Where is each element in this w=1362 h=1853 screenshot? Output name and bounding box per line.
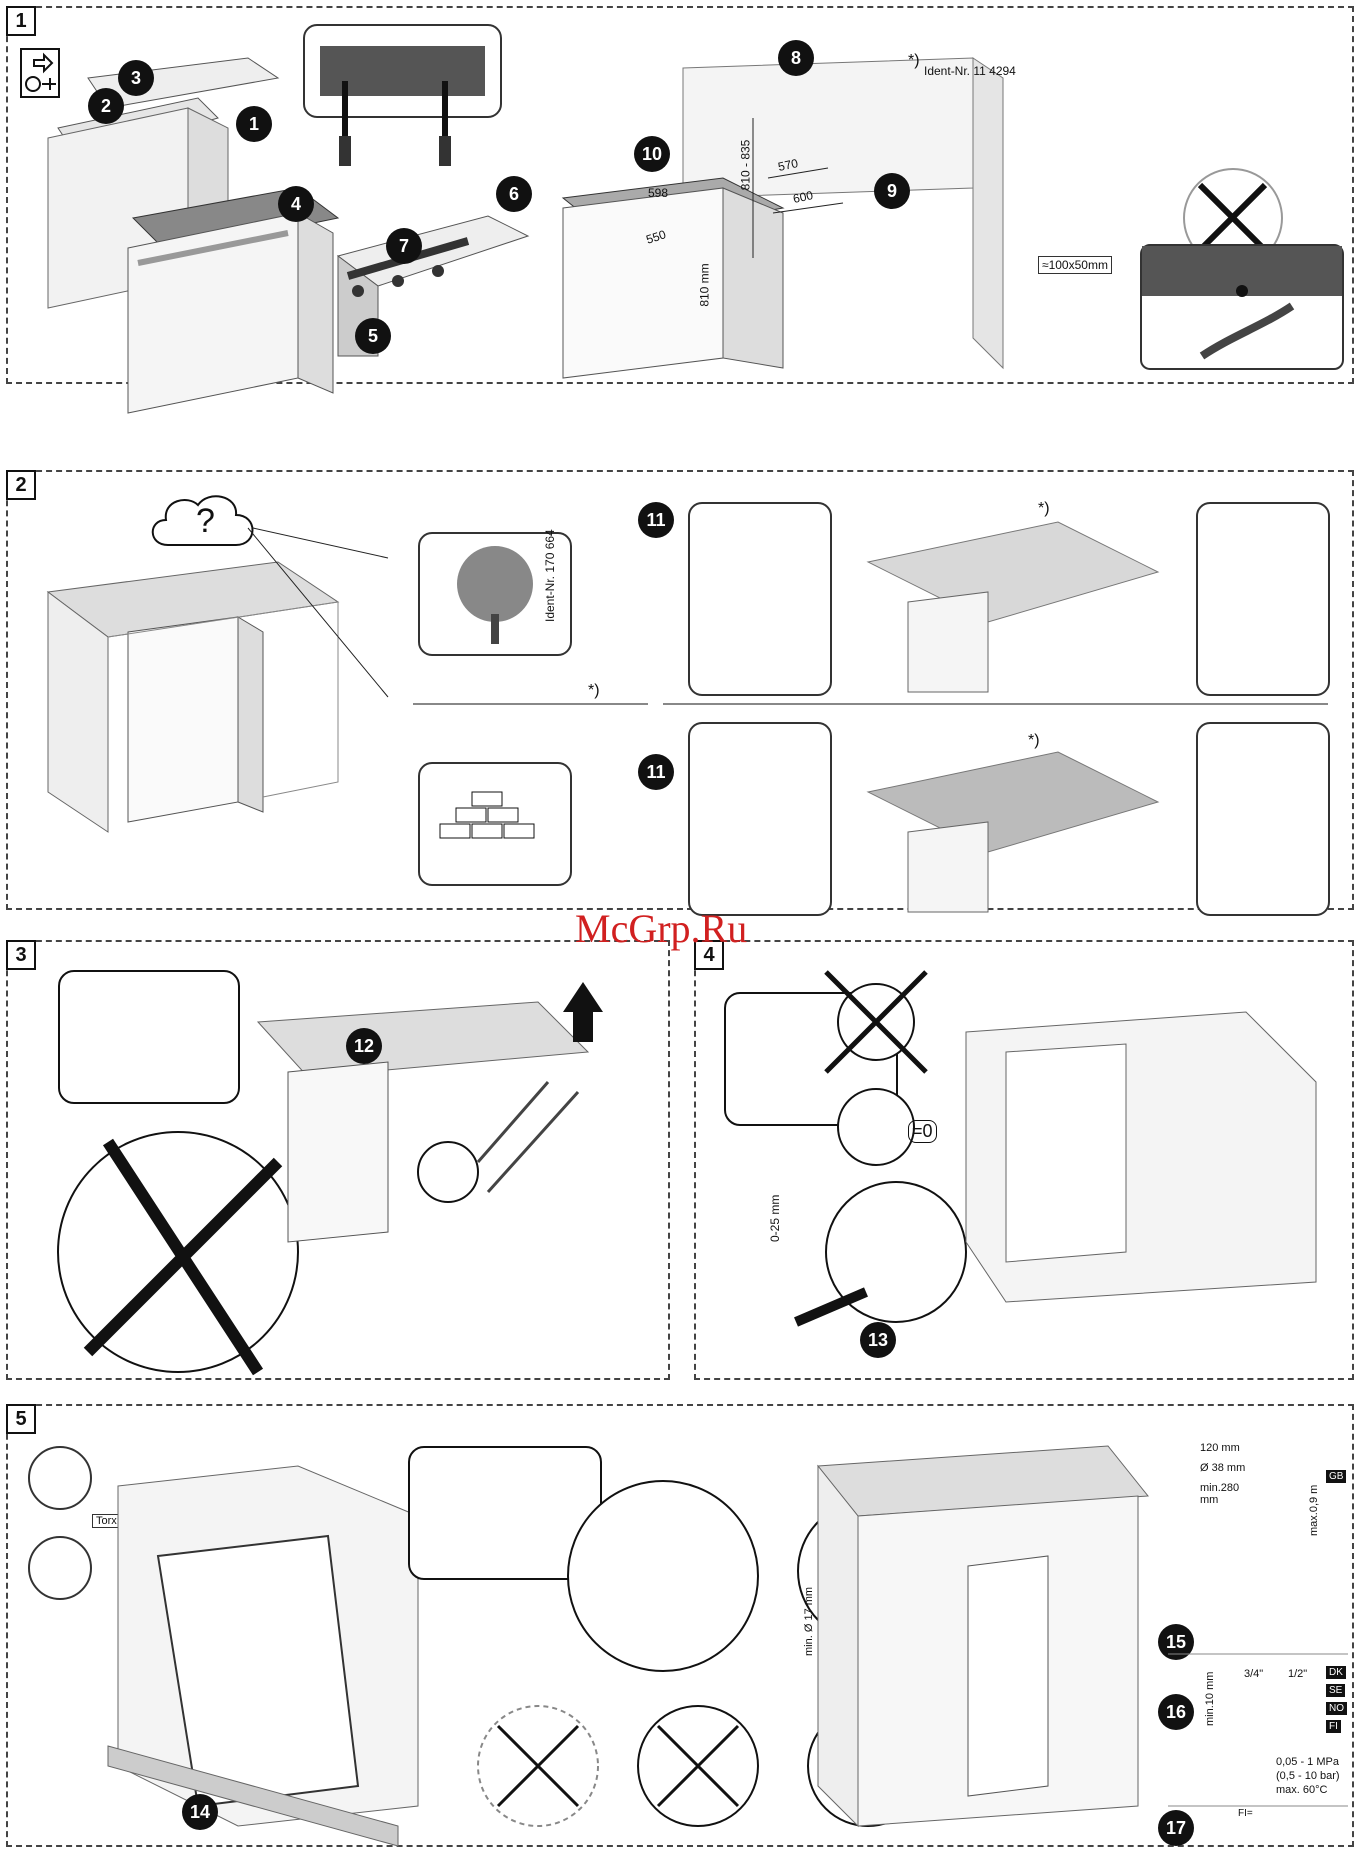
stone-worktop-option [418, 762, 572, 886]
bracket-detail-bottom [688, 722, 832, 916]
wood-worktop-option [418, 532, 572, 656]
watermark: McGrp.Ru [575, 906, 748, 951]
cloud-question-mark: ? [196, 502, 215, 540]
dim-810-835: 810 - 835 [738, 139, 753, 191]
hose-routing-illustration [57, 982, 603, 1376]
country-dk: DK [1326, 1666, 1346, 1679]
bracket-stone-inset [1196, 722, 1330, 916]
ident-star-1: *) [908, 52, 920, 69]
door-panel-illustration [107, 1465, 419, 1847]
spec-column-dividers [1168, 1653, 1348, 1807]
thread-34-label: 3/4" [1244, 1668, 1264, 1680]
panel-number: 4 [694, 940, 724, 970]
min-280-label: min.280 mm [1200, 1482, 1240, 1506]
step-12-bullet: 12 [346, 1028, 382, 1064]
step-5-bullet: 5 [355, 318, 391, 354]
stone-worktop-scene [866, 751, 1160, 913]
note-box-3 [58, 970, 240, 1104]
panel-number: 2 [6, 470, 36, 500]
builtin-dishwasher-illustration [46, 561, 340, 833]
thread-12-label: 1/2" [1288, 1668, 1308, 1680]
wood-worktop-scene [866, 521, 1160, 693]
height-range-label: 0-25 mm [768, 1194, 782, 1242]
step-7-bullet: 7 [386, 228, 422, 264]
door-removal-illustration [336, 215, 530, 357]
ident-number-2: Ident-Nr. 170 664 [543, 529, 557, 622]
step-9-bullet: 9 [874, 173, 910, 209]
pressure-label: 0,05 - 1 MPa [1276, 1756, 1339, 1768]
divider-lines [247, 527, 1328, 705]
level-adjust-illustration [794, 970, 1317, 1327]
step-8-bullet: 8 [778, 40, 814, 76]
bar-label: (0,5 - 10 bar) [1276, 1770, 1340, 1782]
step-2-bullet: 2 [88, 88, 124, 124]
step-3-bullet: 3 [118, 60, 154, 96]
panel-3: 3 12 [6, 940, 670, 1380]
screw-detail-inset [303, 24, 502, 166]
power-disconnect-icon [20, 48, 60, 98]
hose-connection-inset [1140, 244, 1344, 370]
panel-2: 2 ? Ident-Nr. 170 664 *) *) *) [6, 470, 1354, 916]
panel-number: 5 [6, 1404, 36, 1434]
country-no: NO [1326, 1702, 1347, 1715]
step-10-bullet: 10 [634, 136, 670, 172]
gap-zero-label: =0 [908, 1120, 937, 1143]
height-120-label: 120 mm [1200, 1442, 1240, 1454]
temperature-label: max. 60°C [1276, 1784, 1328, 1796]
panel-number: 1 [6, 6, 36, 36]
torx-detail-bottom [28, 1536, 92, 1600]
step-16-bullet: 16 [1158, 1694, 1194, 1730]
panel-5: 5 Torx T 20 14 min. Ø 17 mm 15 16 17 120… [6, 1404, 1354, 1847]
dishwasher-illustration-1 [47, 57, 340, 414]
cloud-question-icon [151, 495, 254, 546]
panel-number: 3 [6, 940, 36, 970]
step-11b-bullet: 11 [638, 754, 674, 790]
ident-star-2: *) [588, 682, 600, 699]
diameter-38-label: Ø 38 mm [1200, 1462, 1246, 1474]
step-4-bullet: 4 [278, 186, 314, 222]
step-6-bullet: 6 [496, 176, 532, 212]
bracket-wood-inset [1196, 502, 1330, 696]
panel-4: 4 =0 0-25 mm 13 [694, 940, 1354, 1380]
bracket-detail-top [688, 502, 832, 696]
country-fi: FI [1326, 1720, 1341, 1733]
ident-star-3: *) [1038, 500, 1050, 517]
sink-cabinet-illustration [817, 1445, 1149, 1828]
dim-810mm: 810 mm [697, 263, 712, 307]
ident-star-4: *) [1028, 732, 1040, 749]
country-se: SE [1326, 1684, 1346, 1697]
dim-100x50: ≈100x50mm [1038, 256, 1112, 274]
torx-detail-top [28, 1446, 92, 1510]
fi-label: FI= [1238, 1808, 1253, 1819]
step-17-bullet: 17 [1158, 1810, 1194, 1846]
panel-1: 1 3 2 1 4 5 6 7 [6, 6, 1354, 414]
step-1-bullet: 1 [236, 106, 272, 142]
country-gb: GB [1326, 1470, 1347, 1483]
niche-dimension-illustration [561, 57, 1004, 379]
dim-598: 598 [648, 186, 669, 200]
step-14-bullet: 14 [182, 1794, 218, 1830]
step-13-bullet: 13 [860, 1322, 896, 1358]
ident-number-1: Ident-Nr. 11 4294 [924, 64, 1016, 78]
step-11a-bullet: 11 [638, 502, 674, 538]
